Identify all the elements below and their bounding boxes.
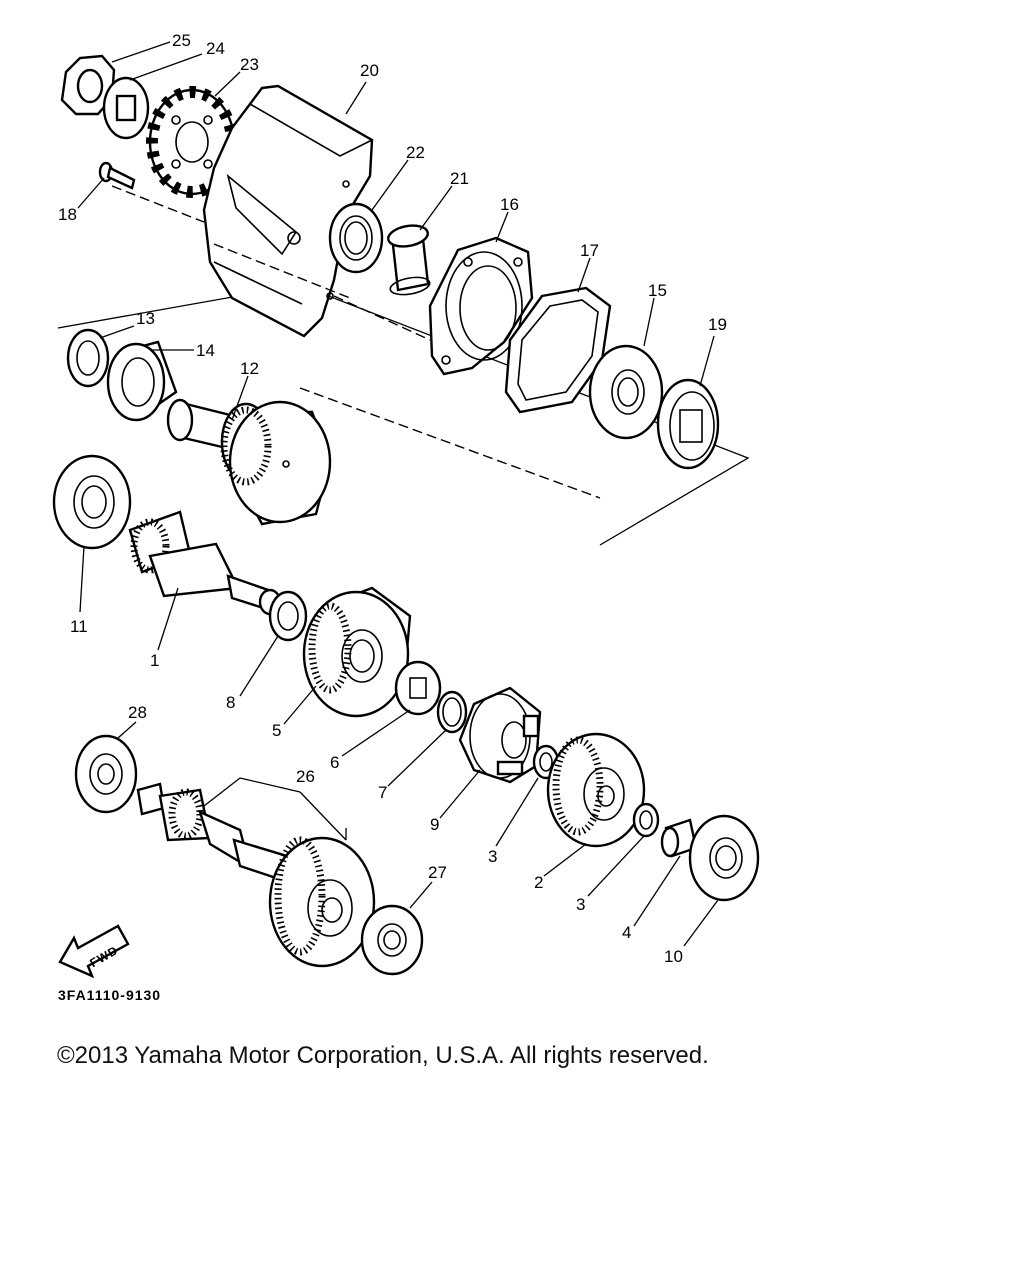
callout-13: 13 [136, 309, 155, 328]
callout-26: 26 [296, 767, 315, 786]
callout-10: 10 [664, 947, 683, 966]
assembly-line [299, 387, 601, 499]
part-15-bearing [588, 344, 664, 440]
part-2-gear [546, 732, 646, 848]
part-4-collar [660, 818, 698, 858]
part-19-plate [656, 378, 720, 470]
part-1-main-axle [128, 510, 282, 616]
callout-1: 1 [150, 651, 159, 670]
callout-3a: 3 [488, 847, 497, 866]
part-12-drive-axle-gear [166, 398, 332, 526]
copyright-notice: ©2013 Yamaha Motor Corporation, U.S.A. A… [57, 1042, 709, 1069]
callout-9: 9 [430, 815, 439, 834]
part-28-bearing [74, 734, 138, 814]
callout-2: 2 [534, 873, 543, 892]
part-8-washer [268, 590, 308, 642]
callout-6: 6 [330, 753, 339, 772]
callout-19: 19 [708, 315, 727, 334]
assembly-line [111, 185, 205, 223]
part-24-lock-washer [102, 76, 150, 140]
callout-21: 21 [450, 169, 469, 188]
callout-27: 27 [428, 863, 447, 882]
callout-15: 15 [648, 281, 667, 300]
part-27-bearing [360, 904, 424, 976]
part-13-washer [66, 328, 110, 388]
part-20-sprocket-cover [202, 84, 374, 338]
part-21-collar [387, 224, 431, 296]
assembly-line [213, 243, 351, 299]
part-9-dog-clutch [458, 686, 542, 784]
part-6-washer [394, 660, 442, 716]
callout-25: 25 [172, 31, 191, 50]
diagram-code: 3FA1110-9130 [58, 987, 161, 1003]
part-22-oil-seal [328, 202, 384, 274]
callout-4: 4 [622, 923, 631, 942]
callout-28: 28 [128, 703, 147, 722]
callout-14: 14 [196, 341, 215, 360]
part-5-gear [302, 586, 412, 718]
part-18-bolt [98, 161, 136, 190]
callout-22: 22 [406, 143, 425, 162]
part-10-bearing [688, 814, 760, 902]
callout-24: 24 [206, 39, 225, 58]
callout-11: 11 [70, 617, 88, 636]
callout-12: 12 [240, 359, 259, 378]
exploded-parts-diagram: 25 24 23 20 22 21 16 17 15 19 18 13 14 1… [52, 31, 760, 1003]
part-11-bearing [52, 454, 132, 550]
leader-lines [77, 41, 719, 947]
callout-7: 7 [378, 783, 387, 802]
part-14-needle-bearing [106, 340, 178, 422]
part-7-circlip [436, 690, 468, 734]
callout-17: 17 [580, 241, 599, 260]
callout-5: 5 [272, 721, 281, 740]
callout-3b: 3 [576, 895, 585, 914]
part-16-bearing-housing [428, 236, 534, 376]
callout-20: 20 [360, 61, 379, 80]
callout-23: 23 [240, 55, 259, 74]
callout-18: 18 [58, 205, 77, 224]
callout-8: 8 [226, 693, 235, 712]
part-26-shaft-gear [136, 782, 376, 968]
forward-arrow-icon: FWD [58, 924, 130, 979]
callout-16: 16 [500, 195, 519, 214]
part-17-gasket [504, 286, 612, 414]
assembly-line [333, 295, 431, 341]
part-3-washer-b [632, 802, 660, 838]
